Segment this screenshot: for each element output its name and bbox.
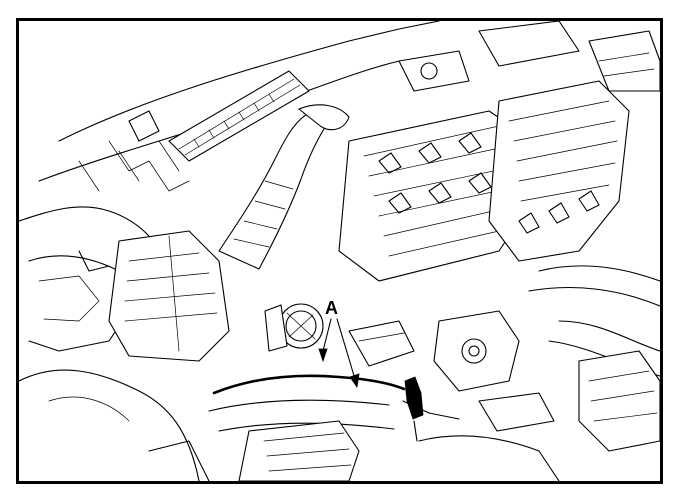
lower-engine-components bbox=[148, 392, 560, 481]
intake-air-hose bbox=[218, 104, 350, 270]
engine-bay-line-drawing bbox=[19, 21, 660, 481]
right-side-hoses bbox=[528, 265, 660, 452]
highlighted-hose-assembly bbox=[208, 374, 460, 442]
fuel-rail-and-injectors bbox=[488, 80, 630, 262]
upper-body-outline bbox=[38, 21, 440, 192]
air-cleaner-housing bbox=[108, 230, 230, 362]
radiator-core-support bbox=[128, 70, 310, 162]
intake-manifold bbox=[338, 110, 540, 282]
callout-leader-lines bbox=[318, 318, 360, 389]
callout-label-a: A bbox=[325, 298, 338, 318]
cowl-top-components bbox=[398, 21, 660, 92]
engine-bay-illustration-frame: A bbox=[16, 18, 663, 484]
lower-center-bracket bbox=[348, 310, 520, 392]
throttle-body bbox=[264, 303, 324, 352]
